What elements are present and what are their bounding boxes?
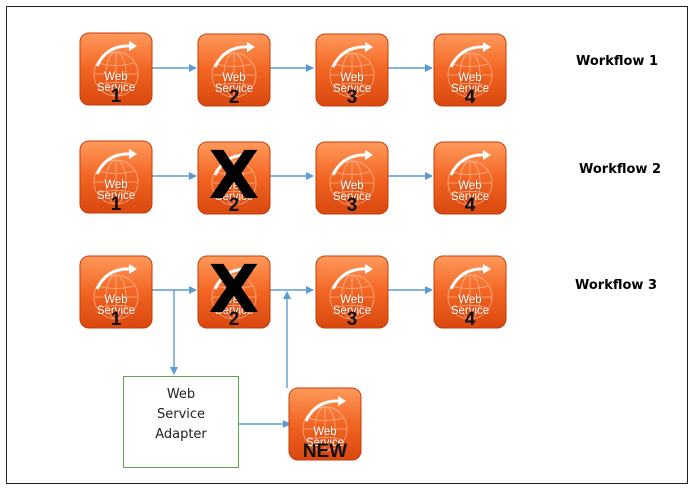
node-number: 4 xyxy=(464,195,476,216)
node-number: 1 xyxy=(110,194,122,215)
node-number: 2 xyxy=(228,309,240,330)
node-number: 1 xyxy=(110,309,122,330)
adapter-label: Web Service Adapter xyxy=(155,387,207,442)
node-number: 2 xyxy=(228,195,240,216)
x-mark: X xyxy=(208,251,260,328)
node-number: 3 xyxy=(346,87,358,108)
web-service-icon xyxy=(79,255,153,329)
node-number: 2 xyxy=(228,87,240,108)
web-service-icon xyxy=(315,255,389,329)
node-number: 4 xyxy=(464,309,476,330)
node-number: NEW xyxy=(302,441,348,462)
node-number: 3 xyxy=(346,309,358,330)
web-service-icon xyxy=(433,33,507,107)
web-service-icon xyxy=(433,141,507,215)
web-service-icon xyxy=(433,255,507,329)
web-service-icon xyxy=(197,255,271,329)
web-service-icon xyxy=(79,140,153,214)
node-number: 1 xyxy=(110,86,122,107)
workflow-3-label: Workflow 3 xyxy=(575,278,658,293)
workflow-2-label: Workflow 2 xyxy=(579,162,662,177)
node-number: 3 xyxy=(346,195,358,216)
web-service-icon xyxy=(315,141,389,215)
x-mark: X xyxy=(208,137,260,214)
web-service-icon xyxy=(315,33,389,107)
web-service-icon xyxy=(197,33,271,107)
web-service-icon xyxy=(79,32,153,106)
web-service-adapter[interactable]: Web Service Adapter xyxy=(123,376,239,468)
workflow-1-label: Workflow 1 xyxy=(576,54,659,69)
node-number: 4 xyxy=(464,87,476,108)
web-service-icon xyxy=(288,387,362,461)
web-service-icon xyxy=(197,141,271,215)
